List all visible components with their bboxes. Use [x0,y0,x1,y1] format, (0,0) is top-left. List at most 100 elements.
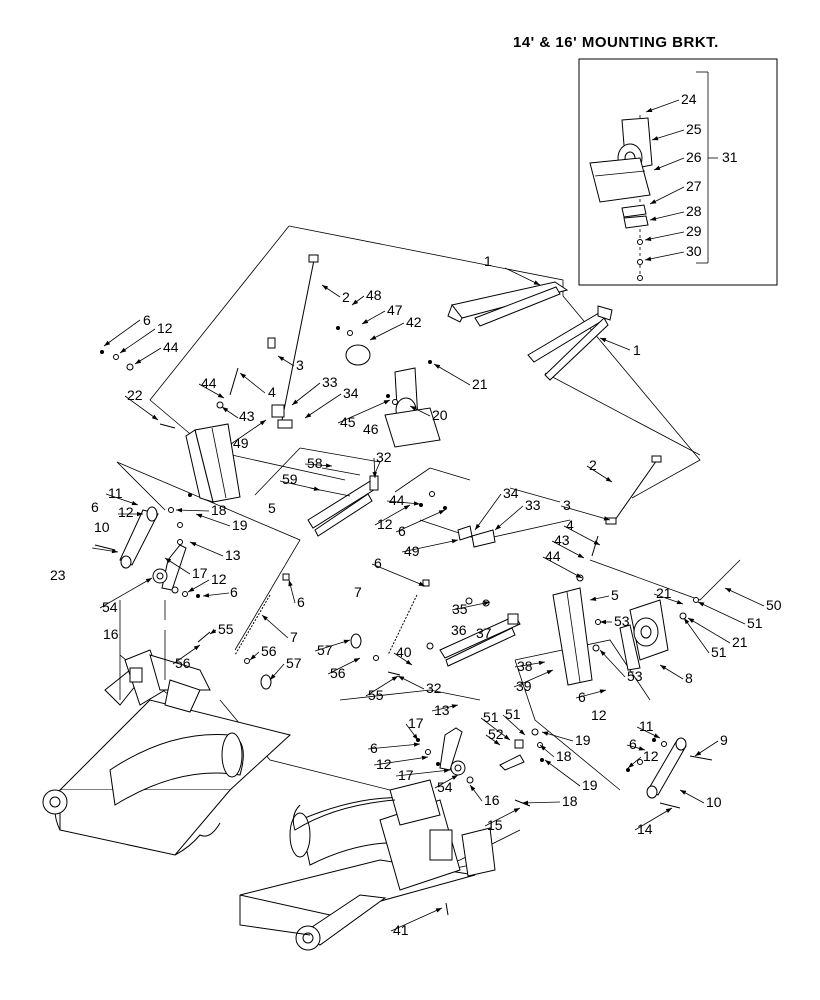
leader-line [480,717,511,741]
callout: 1 [484,253,492,269]
callout: 3 [563,497,571,513]
callout: 16 [103,626,119,642]
leader-line [374,504,411,526]
right-header-frame [239,779,496,951]
leader-arrowhead [546,670,553,675]
leader-arrowhead [434,364,441,369]
leader-arrowhead [391,676,398,682]
leader-arrowhead [451,539,458,544]
callout: 21 [656,585,672,601]
assembly-outlines [116,225,741,876]
callout: 28 [686,203,702,219]
callout: 12 [643,748,659,764]
leader-line [371,563,426,587]
leader-line [474,493,502,531]
leader-arrowhead [188,587,195,592]
leader-line [504,267,541,286]
callout: 12 [157,320,173,336]
callout: 7 [354,584,362,600]
leader-arrowhead [653,733,660,738]
leader-arrowhead [628,762,635,768]
callout: 2 [589,457,597,473]
leader-arrowhead [600,650,606,656]
leader-arrowhead [650,199,657,204]
callout: 53 [614,613,630,629]
callout: 56 [261,643,277,659]
left-tower-assembly [100,254,569,503]
left-roller [109,733,244,806]
leader-line [373,756,429,766]
link-plate-left [161,544,187,591]
leader-arrowhead [288,580,293,587]
callout: 33 [322,374,338,390]
leader-arrowhead [684,618,690,625]
leader-arrowhead [575,573,582,578]
leader-arrowhead [665,808,672,813]
callout: 57 [286,655,302,671]
leader-arrowhead [165,558,172,564]
callout: 35 [452,601,468,617]
leader-arrowhead [538,660,545,666]
callout: 29 [686,223,702,239]
leader-line [103,319,141,347]
leader-arrowhead [222,407,229,413]
leader-line [542,556,583,579]
callout: 17 [398,767,414,783]
leader-line [563,525,601,546]
leader-line [367,743,421,750]
spacer-plate-1 [621,204,647,218]
leader-arrowhead [495,524,501,530]
leader-arrowhead [262,615,268,621]
callout: 18 [562,793,578,809]
leader-line [724,587,765,607]
callout: 18 [556,748,572,764]
callout: 52 [488,726,504,742]
callout: 47 [387,302,403,318]
callout: 16 [484,792,500,808]
callout: 46 [363,421,379,437]
callout: 6 [91,499,99,515]
callout: 34 [343,385,359,401]
leader-arrowhead [352,299,359,305]
leader-arrowhead [646,107,653,113]
callout: 37 [476,625,492,641]
leader-arrowhead [590,596,597,601]
leader-arrowhead [698,602,705,607]
leader-arrowhead [438,510,445,515]
callout: 12 [591,707,607,723]
leader-line [365,675,399,697]
callout: 12 [376,756,392,772]
callout: 20 [432,407,448,423]
callout: 6 [578,689,586,705]
callout: 36 [451,622,467,638]
callout: 44 [163,339,179,355]
callout: 4 [566,517,574,533]
leader-arrowhead [522,800,529,806]
leader-line [644,251,685,261]
callout-numbers: 24 25 26 31 27 28 29 30 1 1 2 48 47 42 6… [50,91,782,938]
spring-left [234,594,271,656]
leader-arrowhead [603,516,610,521]
leader-arrowhead [196,513,203,519]
callout: 6 [230,584,238,600]
callout: 33 [525,497,541,513]
callout: 51 [711,644,727,660]
spacer-plate-2 [623,215,649,229]
leader-arrowhead [600,338,607,343]
right-tower-assembly [457,305,699,686]
callout: 6 [143,312,151,328]
callout: 19 [575,732,591,748]
leader-arrowhead [131,500,138,506]
left-header-frame [42,630,292,856]
leader-line [683,617,710,654]
leader-arrowhead [725,588,732,593]
callout: 53 [627,668,643,684]
callout: 23 [50,567,66,583]
spring-center [387,594,418,656]
leader-arrowhead [540,745,546,751]
leader-arrowhead [533,280,540,285]
leader-arrowhead [403,505,410,510]
leader-line [395,769,451,777]
callout: 10 [706,794,722,810]
leader-line [494,505,524,531]
